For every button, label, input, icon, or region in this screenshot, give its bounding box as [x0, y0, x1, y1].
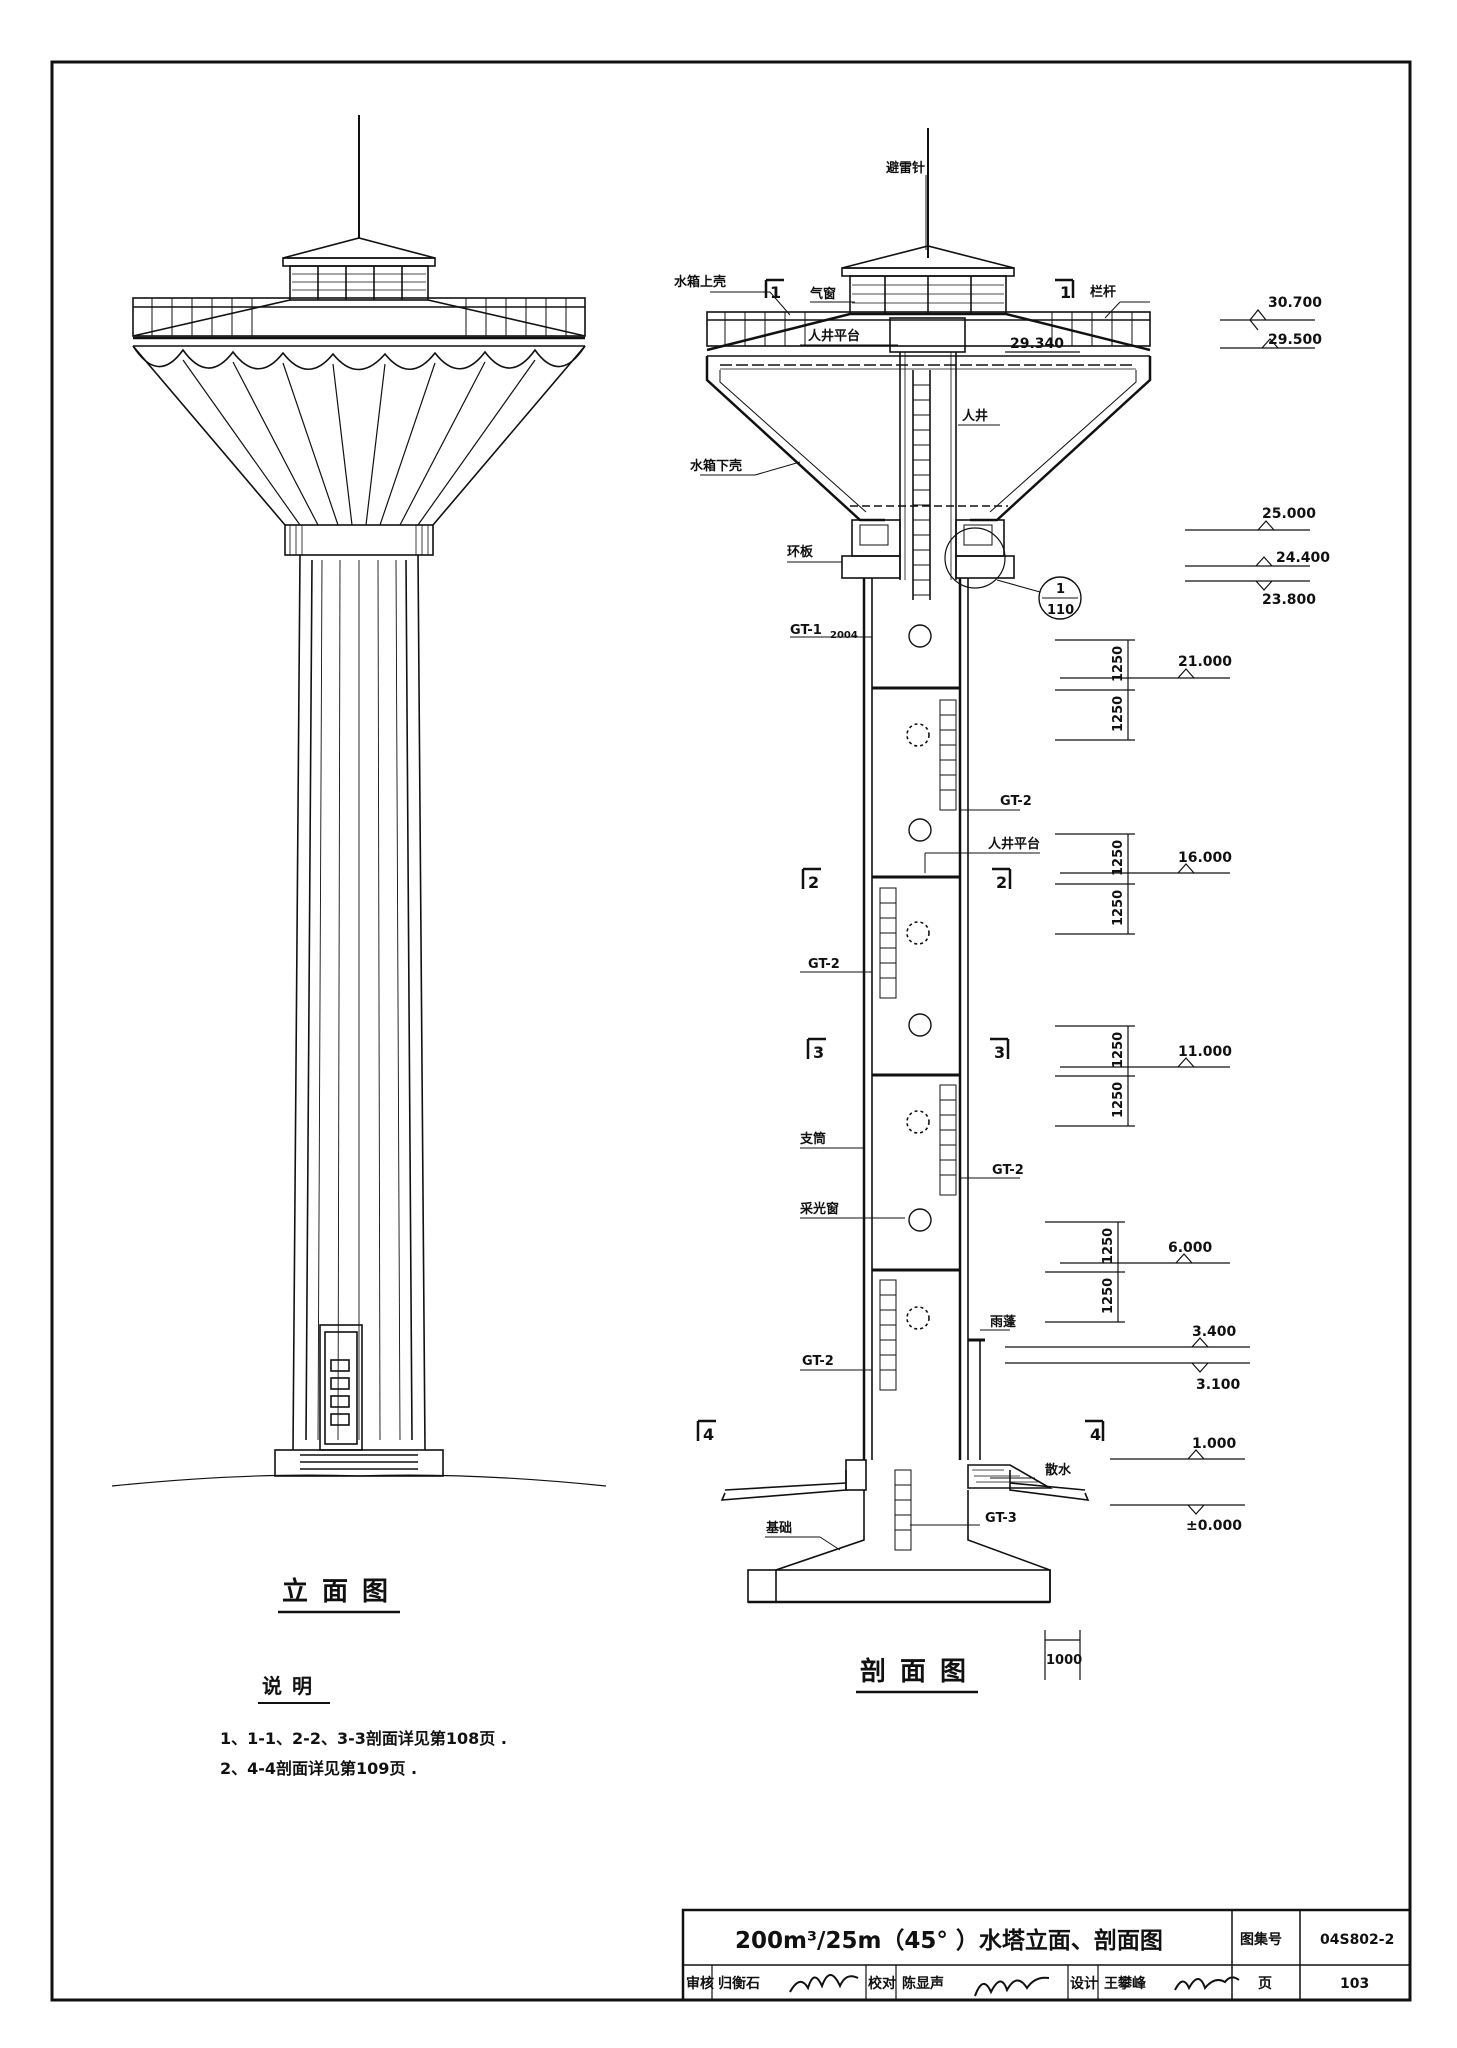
- elevation-30700: 30.700: [1268, 295, 1322, 311]
- elevation-11000: 11.000: [1178, 1044, 1232, 1060]
- elevation-1000: 1.000: [1192, 1436, 1237, 1452]
- dim-11a: 1250: [1111, 1032, 1126, 1068]
- section-leader-lines: [700, 175, 1150, 1551]
- section-cut-marks: [696, 278, 1105, 1441]
- label-canopy: 雨蓬: [990, 1314, 1017, 1330]
- label-railing: 栏杆: [1090, 284, 1116, 300]
- elevation-3400: 3.400: [1192, 1324, 1237, 1340]
- elevation-title: 立面图: [282, 1576, 402, 1607]
- elevation-25000: 25.000: [1262, 506, 1316, 522]
- section-mark-1-left: 1: [770, 283, 781, 302]
- notes-heading: 说明: [262, 1674, 322, 1698]
- label-lightning-rod: 避雷针: [886, 160, 925, 176]
- elevation-3100: 3.100: [1196, 1377, 1241, 1393]
- section-mark-2-left: 2: [808, 873, 819, 892]
- section-mark-4-left: 4: [703, 1425, 714, 1444]
- elevation-markers: [1005, 309, 1315, 1515]
- atlas-label: 图集号: [1240, 1931, 1282, 1948]
- label-gt1-extra: 2004: [830, 630, 858, 641]
- section-mark-2-right: 2: [996, 873, 1007, 892]
- section-drawing: [705, 128, 1152, 1604]
- label-manhole-platform-top: 人井平台: [808, 328, 860, 344]
- designer-name: 王攀峰: [1104, 1975, 1147, 1992]
- note-item-1: 1、1-1、2-2、3-3剖面详见第108页 .: [220, 1729, 507, 1748]
- label-gt2-c: GT-2: [992, 1163, 1024, 1178]
- dim-11b: 1250: [1111, 1082, 1126, 1118]
- label-gt2-d: GT-2: [802, 1354, 834, 1369]
- dim-16a: 1250: [1111, 840, 1126, 876]
- label-support-tube: 支筒: [799, 1131, 826, 1147]
- section-mark-3-left: 3: [813, 1043, 824, 1062]
- label-gt3: GT-3: [985, 1511, 1017, 1526]
- dimension-chains: [1044, 639, 1135, 1680]
- elevation-29340: 29.340: [1010, 336, 1064, 352]
- label-foundation: 基础: [765, 1520, 792, 1536]
- label-tank-bottom-shell: 水箱下壳: [690, 458, 742, 474]
- dim-21a: 1250: [1111, 646, 1126, 682]
- label-air-window: 气窗: [810, 286, 836, 302]
- detail-callout-number: 1: [1056, 582, 1065, 597]
- label-manhole-platform-mid: 人井平台: [988, 836, 1040, 852]
- detail-callout-page: 110: [1047, 603, 1074, 618]
- dim-16b: 1250: [1111, 890, 1126, 926]
- label-gt2-b: GT-2: [808, 957, 840, 972]
- dim-21b: 1250: [1111, 696, 1126, 732]
- label-ring-plate: 环板: [787, 544, 814, 560]
- elevation-6000: 6.000: [1168, 1240, 1213, 1256]
- label-tank-top-shell: 水箱上壳: [674, 274, 726, 290]
- page-number: 103: [1340, 1976, 1369, 1992]
- dimension-labels: 1250 1250 1250 1250 1250 1250 1250 1250 …: [1046, 646, 1126, 1668]
- drawing-border: [50, 60, 1412, 2002]
- elevation-24400: 24.400: [1276, 550, 1330, 566]
- elevation-0: ±0.000: [1186, 1518, 1242, 1534]
- elevation-29500: 29.500: [1268, 332, 1322, 348]
- label-apron: 散水: [1045, 1462, 1072, 1478]
- reviewer-name: 归衡石: [718, 1975, 760, 1992]
- dim-6b: 1250: [1101, 1278, 1116, 1314]
- section-mark-1-right: 1: [1060, 283, 1071, 302]
- elevation-drawing: [111, 115, 607, 1487]
- elevation-21000: 21.000: [1178, 654, 1232, 670]
- dim-scale: 1000: [1046, 1653, 1082, 1668]
- review-label: 审核: [686, 1975, 714, 1992]
- dim-6a: 1250: [1101, 1228, 1116, 1264]
- elevation-16000: 16.000: [1178, 850, 1232, 866]
- title-block-title: 200m³/25m（45° ）水塔立面、剖面图: [735, 1927, 1163, 1954]
- label-gt1: GT-1: [790, 623, 822, 638]
- checker-name: 陈显声: [902, 1975, 944, 1992]
- label-skylight: 采光窗: [799, 1201, 839, 1217]
- title-block: [681, 1908, 1412, 2002]
- section-mark-3-right: 3: [994, 1043, 1005, 1062]
- check-label: 校对: [868, 1975, 896, 1992]
- label-manhole: 人井: [962, 408, 988, 424]
- note-item-2: 2、4-4剖面详见第109页 .: [220, 1759, 417, 1778]
- elevation-23800: 23.800: [1262, 592, 1316, 608]
- design-label: 设计: [1070, 1975, 1098, 1992]
- section-title: 剖面图: [860, 1656, 980, 1687]
- section-mark-4-right: 4: [1090, 1425, 1101, 1444]
- page-label: 页: [1258, 1976, 1272, 1992]
- label-gt2-a: GT-2: [1000, 794, 1032, 809]
- atlas-number: 04S802-2: [1320, 1932, 1394, 1948]
